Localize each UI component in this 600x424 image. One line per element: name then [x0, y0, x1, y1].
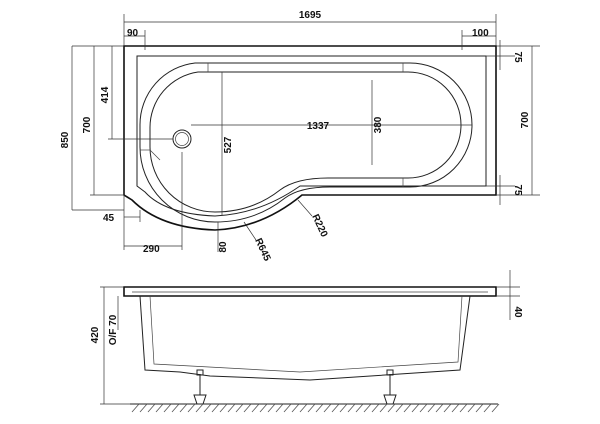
hatch-line: [299, 403, 308, 413]
hatch-line: [371, 403, 380, 413]
dim-depth-850: 850: [60, 131, 71, 148]
dim-radius-220: R220: [309, 213, 329, 240]
hatch-line: [491, 403, 500, 413]
hatch-line: [467, 403, 476, 413]
hatch-line: [475, 403, 484, 413]
hatch-line: [387, 403, 396, 413]
dim-overflow-70: O/F 70: [108, 314, 119, 345]
floor-hatching: [131, 403, 500, 413]
hatch-line: [243, 403, 252, 413]
dim-bowl-length: 1337: [307, 121, 330, 132]
dim-left-offset: 90: [127, 28, 139, 39]
dim-depth-414: 414: [100, 86, 111, 103]
hatch-line: [427, 403, 436, 413]
hatch-line: [307, 403, 316, 413]
plan-view: 1695 90 100 850 700 414 45 290 1337 527: [60, 10, 540, 263]
dim-width-290: 290: [143, 244, 160, 255]
hatch-line: [443, 403, 452, 413]
dim-overall-length: 1695: [299, 10, 322, 21]
hatch-line: [363, 403, 372, 413]
bath-inner-rim: [136, 55, 487, 217]
hatch-line: [347, 403, 356, 413]
hatch-line: [395, 403, 404, 413]
hatch-line: [203, 403, 212, 413]
hatch-line: [379, 403, 388, 413]
elevation-view: 420 O/F 70 40: [90, 270, 523, 413]
dim-depth-700-right: 700: [520, 111, 531, 128]
dim-80: 80: [218, 241, 229, 253]
hatch-line: [171, 403, 180, 413]
hatch-line: [187, 403, 196, 413]
hatch-line: [139, 403, 148, 413]
hatch-line: [315, 403, 324, 413]
dim-rim-75-top: 75: [512, 51, 523, 63]
hatch-line: [219, 403, 228, 413]
hatch-line: [155, 403, 164, 413]
hatch-line: [227, 403, 236, 413]
hatch-line: [163, 403, 172, 413]
hatch-line: [275, 403, 284, 413]
dim-right-offset: 100: [472, 28, 489, 39]
hatch-line: [235, 403, 244, 413]
dim-rim-40: 40: [512, 306, 523, 318]
dim-depth-700-left: 700: [82, 116, 93, 133]
hatch-line: [291, 403, 300, 413]
dim-narrow-width: 380: [373, 116, 384, 133]
hatch-line: [195, 403, 204, 413]
bath-bowl-outer: [139, 62, 473, 223]
hatch-line: [267, 403, 276, 413]
hatch-line: [419, 403, 428, 413]
hatch-line: [251, 403, 260, 413]
bath-bowl-inner: [149, 71, 462, 213]
hatch-line: [403, 403, 412, 413]
hatch-line: [211, 403, 220, 413]
hatch-line: [411, 403, 420, 413]
hatch-line: [331, 403, 340, 413]
hatch-line: [147, 403, 156, 413]
bath-rim-elevation: [123, 286, 497, 297]
hatch-line: [259, 403, 268, 413]
dim-edge-45: 45: [103, 213, 115, 224]
hatch-line: [339, 403, 348, 413]
hatch-line: [459, 403, 468, 413]
hatch-line: [179, 403, 188, 413]
hatch-line: [355, 403, 364, 413]
hatch-line: [435, 403, 444, 413]
bath-outer-outline: [123, 45, 497, 231]
hatch-line: [283, 403, 292, 413]
dim-bowl-width: 527: [223, 136, 234, 153]
dim-rim-75-bottom: 75: [512, 184, 523, 196]
bath-body-elevation: [139, 295, 471, 381]
dim-height-420: 420: [90, 326, 101, 343]
hatch-line: [451, 403, 460, 413]
hatch-line: [323, 403, 332, 413]
hatch-line: [483, 403, 492, 413]
hatch-line: [131, 403, 140, 413]
dim-radius-645: R645: [252, 237, 272, 264]
